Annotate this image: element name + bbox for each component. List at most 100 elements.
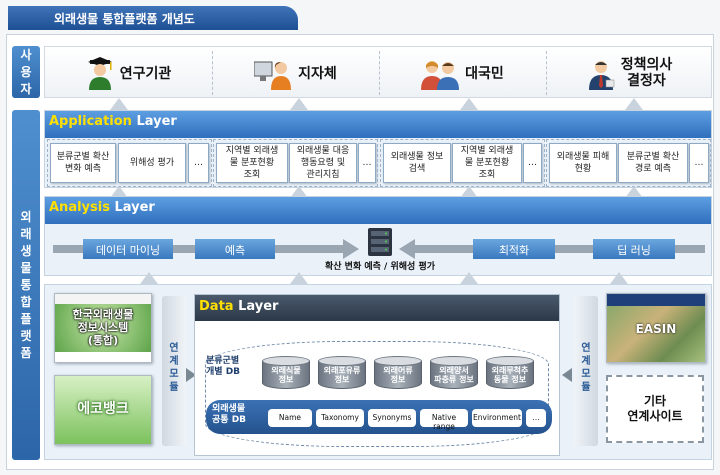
db-cylinder: 외래무척추 동물 정보 — [486, 356, 534, 390]
field-pill: Native range — [420, 409, 468, 431]
app-box: … — [358, 143, 376, 183]
db-cylinder: 외래양서 파충류 정보 — [430, 356, 478, 390]
user-research-institute: 연구기관 — [45, 47, 212, 99]
db-top — [318, 356, 366, 366]
divider — [546, 51, 547, 95]
vlabel-char: 듈 — [581, 382, 591, 393]
db-label: 외래식물 정보 — [271, 366, 301, 384]
layer-title-rest: Layer — [109, 200, 155, 215]
field-pill: Taxonomy — [316, 409, 364, 427]
divider — [379, 51, 380, 95]
app-group — [47, 139, 212, 187]
card-label: 기타 연계사이트 — [627, 394, 683, 423]
db-top — [262, 356, 310, 366]
application-layer-title: Application Layer — [45, 111, 711, 138]
user-policy-maker: 정책의사 결정자 — [546, 47, 713, 99]
side-char: 합 — [20, 294, 32, 309]
korea-alien-species-site-card[interactable]: 한국외래생물 정보시스템 (통합) — [54, 293, 152, 363]
side-char: 플 — [20, 311, 32, 326]
side-char: 래 — [20, 226, 32, 241]
db-cylinder: 외래포유류 정보 — [318, 356, 366, 390]
up-arrow-icon — [290, 272, 308, 284]
group2-label: 외래생물 공통 DB — [212, 404, 247, 425]
user-local-government: 지자체 — [212, 47, 379, 99]
user-label: 대국민 — [465, 66, 504, 82]
card-label: EASIN — [635, 322, 677, 336]
vlabel-char: 계 — [169, 356, 179, 367]
db-ellipse — [205, 341, 549, 447]
up-arrow-icon — [460, 186, 478, 198]
field-pill: Synonyms — [368, 409, 416, 427]
ecobank-site-card[interactable]: 에코뱅크 — [54, 375, 152, 445]
up-arrow-icon — [140, 272, 158, 284]
analysis-layer: Analysis Layer 데이터 마이닝 예측 최적화 딥 러닝 확산 변화… — [44, 196, 712, 276]
app-box: 외래생물 정보 검색 — [383, 143, 451, 183]
field-pill: … — [526, 409, 546, 427]
db-top — [374, 356, 422, 366]
left-arrow-icon — [562, 368, 572, 382]
side-label-platform: 외 래 생 물 통 합 플 랫 폼 — [12, 110, 40, 460]
card-label: 에코뱅크 — [77, 401, 129, 417]
db-cylinder: 외래어류 정보 — [374, 356, 422, 390]
app-box: … — [689, 143, 709, 183]
divider — [212, 51, 213, 95]
up-arrow-icon — [460, 272, 478, 284]
diagram-title: 외래생물 통합플랫폼 개념도 — [8, 6, 298, 30]
analysis-layer-title: Analysis Layer — [45, 197, 711, 224]
analysis-center-label: 확산 변화 예측 / 위해성 평가 — [324, 262, 436, 272]
side-char: 통 — [20, 277, 32, 292]
field-pill: Environment — [472, 409, 522, 427]
app-box: 분류군별 확산 경로 예측 — [618, 143, 688, 183]
app-box: 위해성 평가 — [118, 143, 186, 183]
side-char: 외 — [20, 209, 32, 224]
up-arrow-icon — [625, 186, 643, 198]
app-box: 외래생물 대응 행동요령 및 관리지침 — [289, 143, 357, 183]
user-public: 대국민 — [379, 47, 546, 99]
db-label: 외래포유류 정보 — [323, 366, 361, 384]
vlabel-char: 연 — [581, 343, 591, 354]
up-arrow-icon — [110, 98, 128, 110]
app-box: … — [188, 143, 209, 183]
analysis-box: 데이터 마이닝 — [83, 239, 173, 259]
up-arrow-icon — [290, 98, 308, 110]
other-sites-card[interactable]: 기타 연계사이트 — [606, 375, 704, 443]
computer-worker-icon — [253, 56, 292, 90]
site-header — [607, 294, 705, 306]
side-char: 생 — [20, 243, 32, 258]
application-layer: Application Layer 분류군별 확산 변화 예측 위해성 평가 …… — [44, 110, 712, 188]
db-top — [486, 356, 534, 366]
up-arrow-icon — [610, 272, 628, 284]
analysis-box: 최적화 — [473, 239, 555, 259]
site-banner — [607, 306, 705, 362]
layer-title-highlight: Data — [199, 299, 234, 314]
db-body — [430, 361, 478, 389]
easin-site-card[interactable]: EASIN — [606, 293, 706, 363]
layer-title-rest: Layer — [131, 114, 177, 129]
user-label: 지자체 — [298, 66, 337, 82]
side-char: 사 — [20, 47, 32, 62]
up-arrow-icon — [625, 98, 643, 110]
side-char: 랫 — [20, 328, 32, 343]
field-pill: Name — [268, 409, 312, 427]
right-arrow-icon — [186, 368, 196, 382]
up-arrow-icon — [110, 186, 128, 198]
up-arrow-icon — [290, 186, 308, 198]
layer-title-highlight: Application — [49, 114, 132, 129]
db-label: 외래무척추 동물 정보 — [491, 366, 529, 384]
analysis-box: 예측 — [195, 239, 275, 259]
card-label: 한국외래생물 정보시스템 (통합) — [72, 308, 134, 347]
user-label: 연구기관 — [119, 66, 172, 82]
side-char: 물 — [20, 260, 32, 275]
data-layer-title: Data Layer — [195, 295, 559, 321]
user-label: 정책의사 결정자 — [620, 57, 673, 89]
layer-title-rest: Layer — [233, 299, 279, 314]
app-box: 지역별 외래생 물 분포현황 조회 — [216, 143, 288, 183]
app-box: … — [523, 143, 542, 183]
db-top — [430, 356, 478, 366]
side-char: 자 — [20, 81, 32, 96]
side-char: 폼 — [20, 345, 32, 360]
side-label-users: 사 용 자 — [12, 46, 40, 98]
db-label: 외래어류 정보 — [383, 366, 413, 384]
left-link-module — [162, 296, 186, 446]
left-link-module-label: 연 계 모 듈 — [166, 342, 182, 394]
